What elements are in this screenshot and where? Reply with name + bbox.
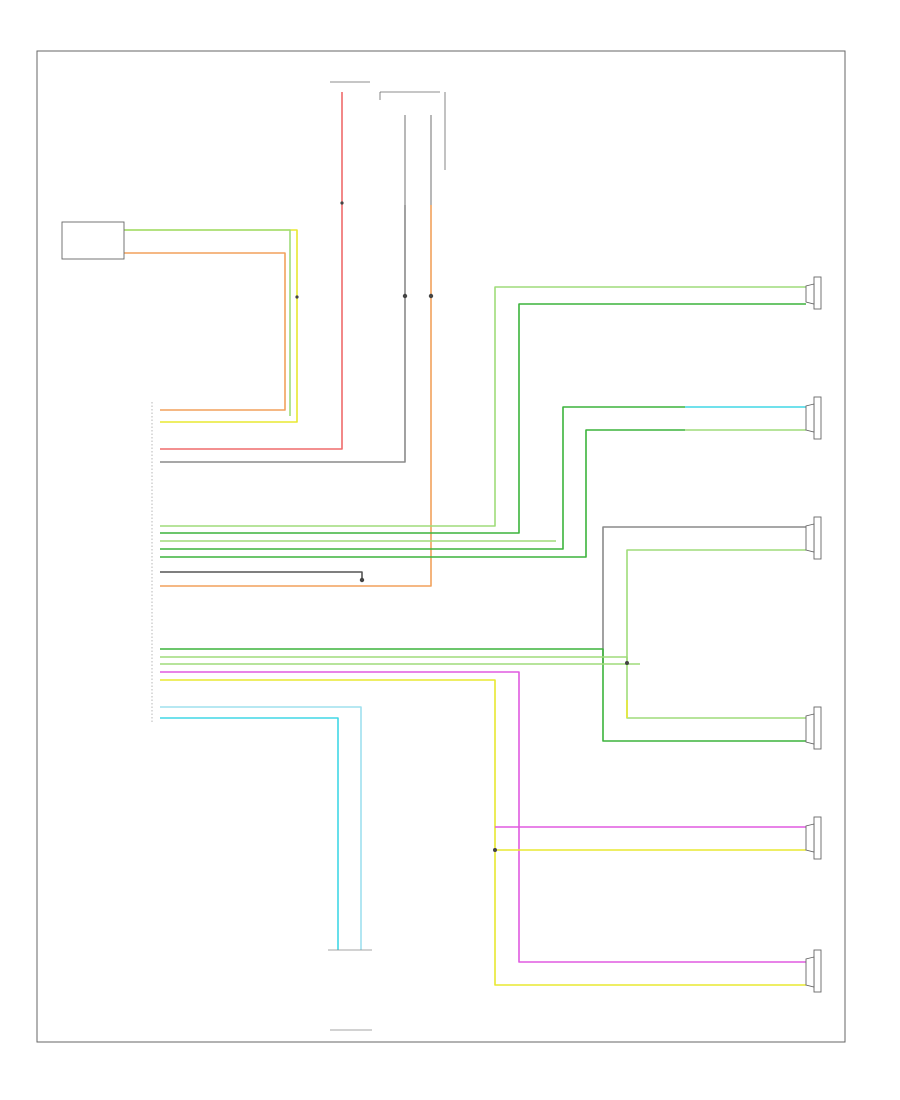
fuse-box — [330, 81, 446, 205]
speaker-front-mid-cone — [805, 523, 815, 553]
wire-lf-door-b — [160, 303, 806, 534]
dot-fuse-1 — [402, 293, 408, 299]
wire-antenna-coax-b — [160, 717, 339, 950]
speaker-lf-pillar-cone — [805, 956, 815, 988]
dot-splice-1 — [625, 661, 629, 665]
radio-antenna-module — [61, 221, 125, 260]
speaker-lf-door — [805, 276, 822, 310]
wire-antenna-2 — [124, 252, 286, 411]
dot-splice-3 — [295, 295, 299, 299]
radio-antenna-box — [61, 221, 125, 260]
wire-ignition-gray — [160, 205, 406, 463]
dot-splice-4 — [340, 201, 344, 205]
speaker-lf-tweeter-cone — [805, 823, 815, 853]
diagram-frame — [36, 50, 846, 1043]
speaker-rf-tweeter-body — [813, 706, 822, 750]
wire-illum-orange — [160, 205, 432, 587]
speaker-rf-tweeter-cone — [805, 713, 815, 745]
dot-ground — [359, 577, 365, 583]
antenna-mast — [328, 949, 372, 1031]
wire-power-red — [160, 92, 343, 450]
speaker-lf-pillar — [805, 949, 822, 993]
wire-lf-tweeter-a — [160, 671, 806, 963]
speaker-lf-door-body — [813, 276, 822, 310]
dot-fuse-2 — [428, 293, 434, 299]
speaker-front-mid — [805, 516, 822, 560]
speaker-rf-door-body — [813, 396, 822, 440]
wire-rf-door-b — [160, 429, 685, 558]
dot-splice-2 — [493, 848, 497, 852]
wire-antenna-coax-a — [160, 706, 362, 950]
wire-antenna-3 — [124, 229, 291, 416]
speaker-rf-door-cone — [805, 403, 815, 433]
speaker-lf-tweeter-body — [813, 816, 822, 860]
wire-rf-tweeter-b — [160, 656, 806, 719]
speaker-front-mid-body — [813, 516, 822, 560]
wire-antenna-1 — [124, 229, 298, 423]
wire-lf-tweeter-c — [160, 679, 806, 986]
wire-rf-door-a — [160, 406, 685, 550]
speaker-rf-tweeter — [805, 706, 822, 750]
wire-front-mid-b — [626, 549, 806, 663]
wire-front-mid-a — [602, 526, 806, 663]
connector-dots — [295, 201, 629, 852]
speaker-lf-tweeter — [805, 816, 822, 860]
wire-ground-dark — [160, 571, 363, 580]
speaker-rf-door — [805, 396, 822, 440]
speaker-lf-pillar-body — [813, 949, 822, 993]
wires — [124, 92, 806, 986]
speaker-lf-door-cone — [805, 283, 815, 305]
speakers — [805, 276, 822, 993]
wire-lf-door-a — [160, 286, 806, 527]
wire-rf-tweeter-a — [160, 648, 806, 742]
